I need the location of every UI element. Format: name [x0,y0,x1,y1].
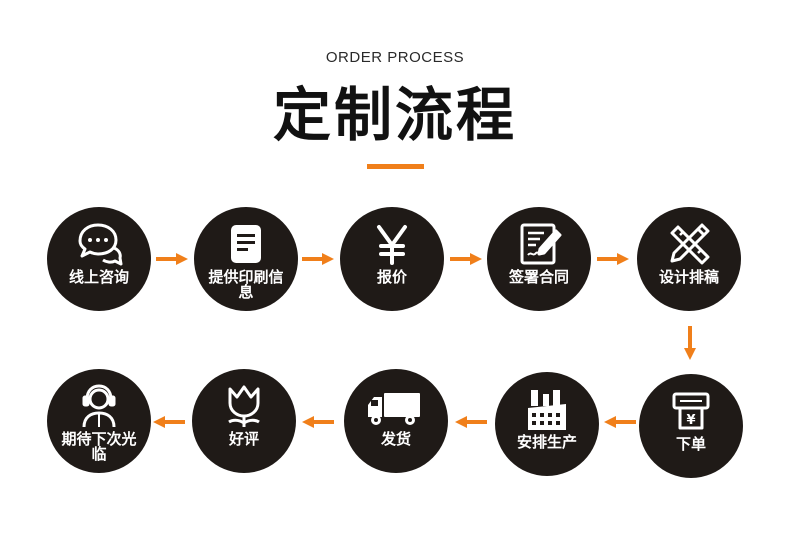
arrow-right-icon [597,253,629,265]
step-quote: 报价 [340,207,444,311]
ruler-pencil-icon [664,219,714,269]
step-label: 发货 [380,430,411,448]
step-label: 好评 [228,430,259,448]
step-online-consult: 线上咨询 [47,207,151,311]
arrow-left-icon [302,416,334,428]
step-label: 报价 [376,268,407,286]
arrow-left-icon [604,416,636,428]
yen-icon [367,219,417,269]
step-sign-contract: 签署合同 [487,207,591,311]
title-underline [367,164,424,169]
step-arrange-production: 安排生产 [495,372,599,476]
tulip-icon [219,381,269,431]
arrow-right-icon [302,253,334,265]
step-label: 设计排稿 [658,268,719,286]
arrow-right-icon [156,253,188,265]
chat-bubbles-icon [74,219,124,269]
step-ship: 发货 [344,369,448,473]
arrow-down-icon [684,326,696,360]
step-label: 提供印刷信息 [208,268,284,301]
step-label: 签署合同 [508,268,569,286]
page-title: 定制流程 [272,81,517,149]
svg-text:¥: ¥ [686,413,695,428]
contract-sign-icon [514,219,564,269]
step-label: 线上咨询 [68,268,129,286]
payment-machine-icon: ¥ [666,386,716,436]
page-subtitle: ORDER PROCESS [325,49,465,66]
document-icon [221,219,271,269]
arrow-left-icon [455,416,487,428]
step-label: 期待下次光临 [61,430,137,463]
arrow-right-icon [450,253,482,265]
step-label: 安排生产 [516,433,577,451]
step-good-review: 好评 [192,369,296,473]
step-provide-print-info: 提供印刷信息 [194,207,298,311]
step-label: 下单 [675,435,706,453]
customer-service-icon [74,381,124,431]
truck-icon [364,381,428,431]
arrow-left-icon [153,416,185,428]
step-look-forward: 期待下次光临 [47,369,151,473]
step-design-layout: 设计排稿 [637,207,741,311]
factory-icon [522,384,572,434]
step-place-order: ¥ 下单 [639,374,743,478]
